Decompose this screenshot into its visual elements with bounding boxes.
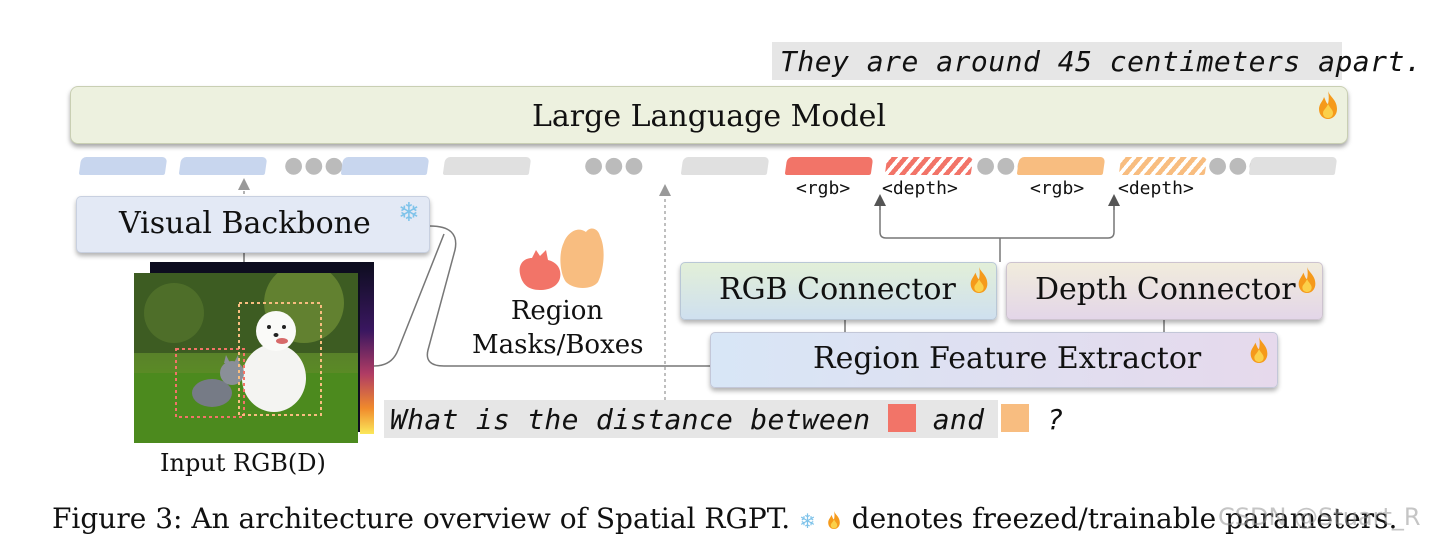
- llm-label: Large Language Model: [531, 99, 886, 134]
- caption-number: Figure 3:: [52, 502, 183, 535]
- flame-icon: [1246, 336, 1272, 364]
- region-label-line1: Region: [510, 296, 604, 326]
- answer-text: They are around 45 centimeters apart.: [780, 45, 1423, 78]
- snowflake-icon: ❄: [398, 198, 420, 228]
- visual-backbone-box: Visual Backbone: [76, 196, 430, 253]
- figure-caption: Figure 3: An architecture overview of Sp…: [52, 502, 1397, 535]
- rgb-connector-label: RGB Connector: [719, 272, 956, 307]
- caption-text: An architecture overview of Spatial RGPT…: [191, 502, 791, 535]
- snowflake-icon: ❄: [799, 509, 816, 533]
- rgb-token-label: <rgb>: [1030, 178, 1085, 199]
- region-feature-extractor-box: Region Feature Extractor: [710, 332, 1278, 388]
- region-label-line2: Masks/Boxes: [472, 330, 644, 360]
- orange-region-swatch: [1001, 404, 1030, 432]
- region-masks-icon: [516, 224, 606, 294]
- depth-connector-box: Depth Connector: [1006, 262, 1323, 320]
- depth-connector-label: Depth Connector: [1035, 272, 1296, 307]
- caption-suffix: denotes freezed/trainable parameters.: [851, 502, 1398, 535]
- ellipsis-icon: ●●●: [584, 153, 645, 178]
- question-part2: and: [932, 403, 985, 436]
- input-label: Input RGB(D): [160, 449, 326, 477]
- red-region-swatch: [887, 404, 916, 432]
- watermark: CSDN @Stuart_R: [1218, 503, 1421, 531]
- depth-token-label: <depth>: [1118, 178, 1194, 199]
- llm-box: Large Language Model: [70, 86, 1348, 144]
- region-feature-extractor-label: Region Feature Extractor: [813, 341, 1202, 376]
- visual-backbone-label: Visual Backbone: [119, 206, 371, 241]
- depth-token-label: <depth>: [882, 178, 958, 199]
- question-part1: What is the distance between: [390, 403, 871, 436]
- flame-icon: [966, 266, 992, 294]
- flame-icon: [1294, 266, 1320, 294]
- ellipsis-icon: ●●●: [284, 153, 345, 178]
- question-part3: ?: [1046, 403, 1064, 436]
- question-text: What is the distance between and ?: [390, 403, 1064, 436]
- answer-background: [772, 42, 1342, 80]
- rgb-token-label: <rgb>: [796, 178, 851, 199]
- flame-icon: [825, 504, 843, 529]
- depth-colorbar: [360, 262, 374, 434]
- rgb-image: [134, 273, 358, 443]
- flame-icon: [1314, 90, 1342, 120]
- rgb-connector-box: RGB Connector: [680, 262, 997, 320]
- region-label: Region Masks/Boxes: [472, 294, 644, 362]
